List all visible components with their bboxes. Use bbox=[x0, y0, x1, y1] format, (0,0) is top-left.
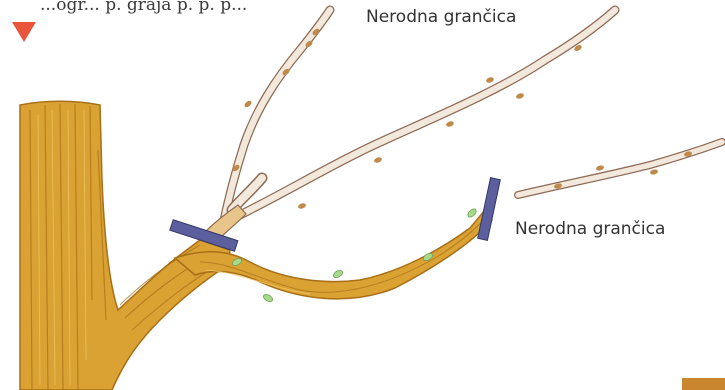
trunk bbox=[20, 101, 230, 390]
down-triangle-icon bbox=[12, 22, 36, 42]
label-right-branch: Nerodna grančica bbox=[515, 219, 665, 239]
header-cut-text: ...ogr... p. graja p. p. p... bbox=[40, 0, 247, 15]
thin-twigs bbox=[222, 10, 722, 230]
label-top-branch: Nerodna grančica bbox=[366, 7, 516, 27]
cut-mark-right bbox=[478, 178, 501, 241]
cropped-corner-artwork bbox=[682, 378, 725, 390]
